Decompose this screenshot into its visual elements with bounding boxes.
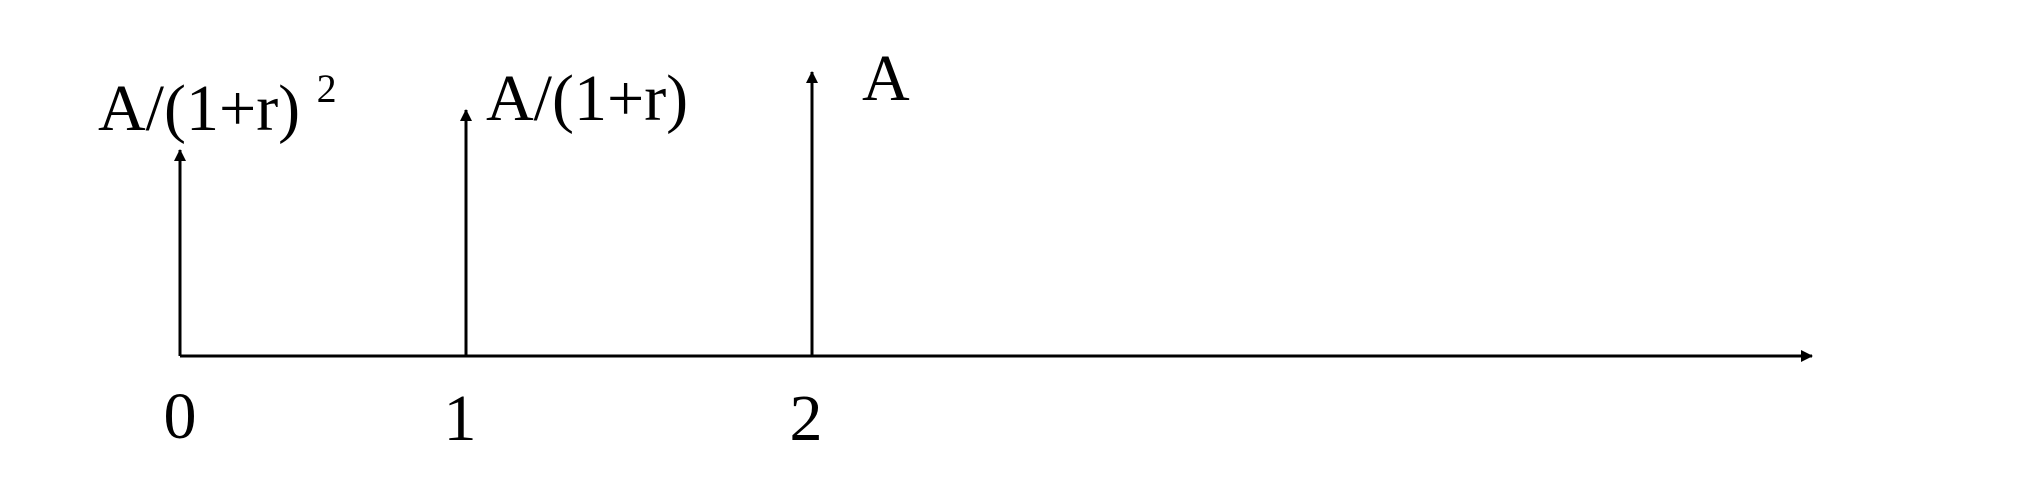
time-tick-2: 2: [790, 382, 823, 455]
cash-flow-label-2-base: A: [862, 42, 910, 115]
cash-flow-label-1-base: A/(1+r): [486, 62, 688, 135]
cash-flow-label-2: A: [862, 42, 910, 115]
time-tick-0: 0: [164, 380, 197, 453]
cash-flow-label-0: A/(1+r) 2: [98, 66, 337, 145]
cash-flow-label-0-exponent: 2: [317, 66, 337, 111]
cash-flow-label-1: A/(1+r): [486, 62, 688, 135]
time-tick-1: 1: [444, 382, 477, 455]
cash-flow-label-0-base: A/(1+r): [98, 72, 300, 145]
